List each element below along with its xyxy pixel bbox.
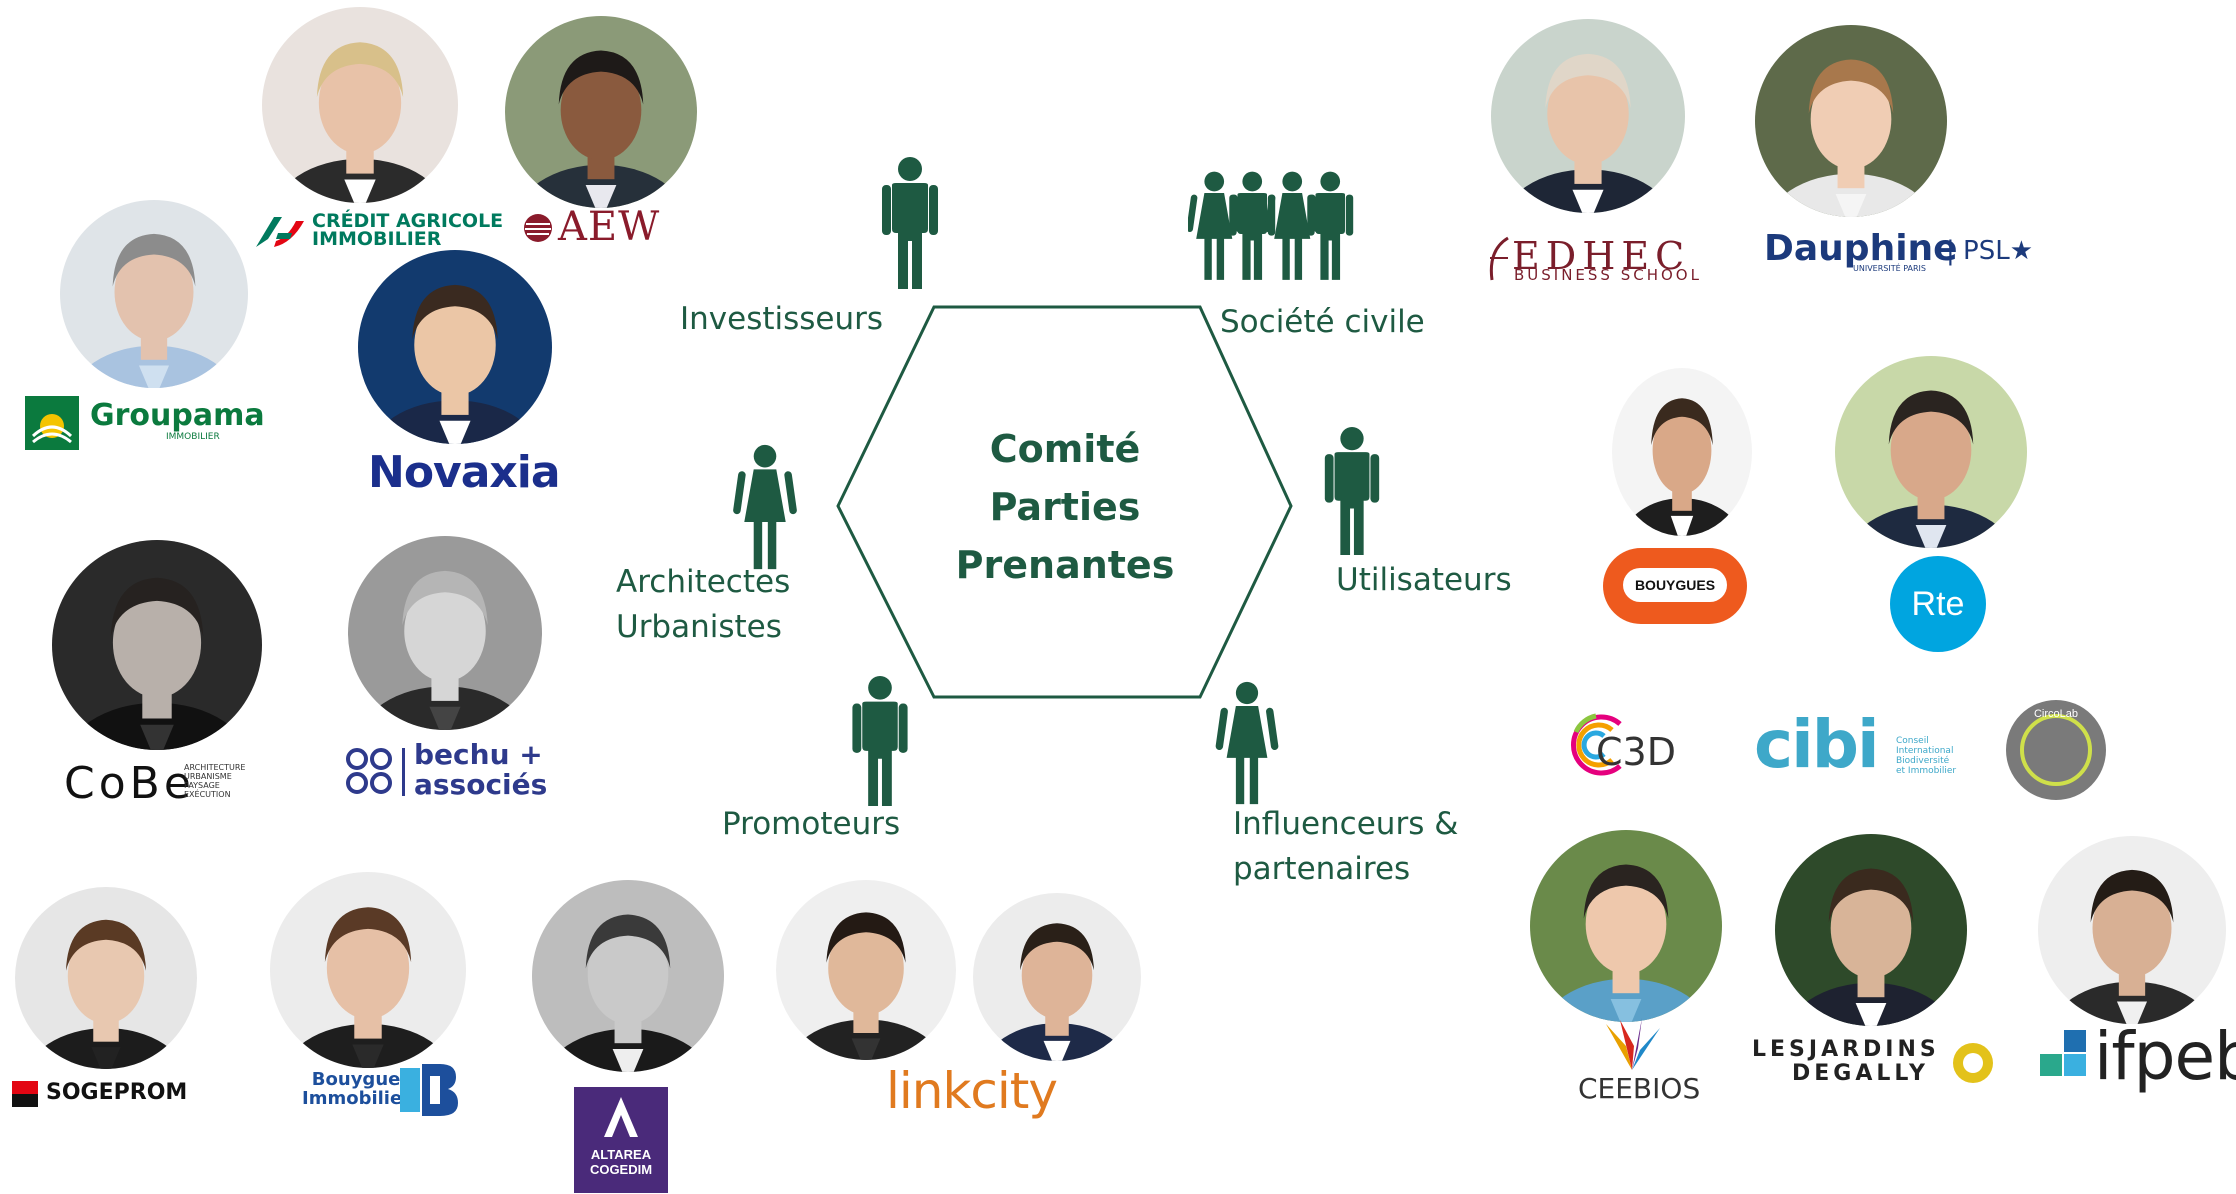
architectes-person-icon	[733, 444, 797, 570]
avatar-rte	[1835, 356, 2027, 548]
psl-logo-text: | PSL★	[1946, 236, 2034, 266]
societe-civile-group-icon	[1188, 171, 1354, 280]
groupama-logo-text: Groupama	[90, 398, 265, 433]
dauphine-logo-subtext: UNIVERSITÉ PARIS	[1853, 264, 1926, 273]
center-title: Comité Parties Prenantes	[900, 420, 1230, 594]
hexagon-shape	[836, 305, 1293, 699]
center-title-line2: Parties	[989, 485, 1141, 529]
label-societe-civile: Société civile	[1220, 304, 1425, 340]
circolab-logo-text: CircoLab	[2033, 708, 2079, 720]
ceebios-logo-icon	[1606, 1018, 1660, 1070]
avatar-bouygues	[1612, 368, 1752, 536]
groupama-logo-subtext: IMMOBILIER	[166, 432, 220, 442]
linkcity-logo-text: linkcity	[886, 1062, 1058, 1120]
credit-agricole-line1: CRÉDIT AGRICOLE	[312, 210, 504, 232]
credit-agricole-logo-text: CRÉDIT AGRICOLE IMMOBILIER	[312, 210, 504, 250]
avatar-linkcity-2	[973, 893, 1141, 1061]
c3d-logo-icon	[1570, 713, 1622, 776]
novaxia-logo-text: Novaxia	[368, 447, 561, 498]
avatar-dauphine	[1755, 25, 1947, 217]
aew-logo-icon	[524, 214, 552, 242]
credit-agricole-line2: IMMOBILIER	[312, 228, 442, 250]
bechu-logo-text: bechu + associés	[414, 740, 547, 800]
bouygues-logo-badge: BOUYGUES	[1623, 568, 1727, 602]
jardins-line1: LESJARDINS	[1752, 1037, 1940, 1062]
center-title-line3: Prenantes	[955, 543, 1175, 587]
jardins-de-gally-logo-text: LESJARDINS DEGALLY	[1752, 1038, 1940, 1086]
altarea-line1: ALTAREA	[590, 1147, 652, 1162]
dauphine-logo-text: Dauphine	[1764, 228, 1958, 269]
cibi-logo-text: cibi	[1754, 706, 1880, 783]
bouygues-logo: BOUYGUES	[1603, 548, 1747, 624]
avatar-bechu	[348, 536, 542, 730]
edhec-logo-text: EDHEC	[1512, 234, 1691, 278]
avatar-bouygues-immobilier	[270, 872, 466, 1068]
ifpeb-logo-icon	[2040, 1030, 2086, 1076]
avatar-ifpeb	[2038, 836, 2226, 1024]
avatar-ceebios	[1530, 830, 1722, 1022]
circolab-logo-ring	[2020, 714, 2092, 786]
cibi-logo-subtext: Conseil International Biodiversité et Im…	[1896, 736, 1957, 776]
c3d-logo-text: C3D	[1596, 730, 1676, 774]
bouygues-immobilier-line1: Bouygues	[311, 1069, 412, 1090]
cobe-logo-text: CoBe	[64, 758, 195, 809]
altarea-line2: COGEDIM	[589, 1162, 653, 1177]
avatar-aew	[505, 16, 697, 208]
aew-logo-text: AEW	[558, 204, 661, 250]
bouygues-immobilier-logo-icon	[400, 1064, 458, 1116]
promoteurs-person-icon	[852, 675, 908, 807]
avatar-altarea-cogedim	[532, 880, 724, 1072]
label-promoteurs: Promoteurs	[722, 806, 901, 842]
bechu-line1: bechu +	[414, 738, 543, 771]
label-architectes-urbanistes: Architectes Urbanistes	[616, 564, 791, 645]
rte-logo-text: Rte	[1911, 585, 1965, 623]
bechu-divider	[402, 748, 405, 796]
credit-agricole-logo-icon	[256, 217, 304, 247]
avatar-linkcity-1	[776, 880, 956, 1060]
groupama-logo-icon	[25, 396, 79, 450]
jardins-de-gally-logo-icon	[1953, 1043, 1993, 1083]
avatar-cobe	[52, 540, 262, 750]
ifpeb-logo-text: ifpeb	[2094, 1018, 2236, 1095]
altarea-cogedim-logo: ALTAREA COGEDIM	[574, 1087, 668, 1193]
avatar-credit-agricole	[262, 7, 458, 203]
cobe-logo-subtext: ARCHITECTURE URBANISME PAYSAGE EXÉCUTION	[184, 763, 246, 799]
avatar-jardins-de-gally	[1775, 834, 1967, 1026]
jardins-line2: DEGALLY	[1792, 1061, 1929, 1086]
sogeprom-logo-text: SOGEPROM	[46, 1080, 188, 1105]
circolab-logo: CircoLab	[2006, 700, 2106, 800]
bouygues-immobilier-line2: Immobilier	[302, 1088, 412, 1109]
center-title-line1: Comité	[989, 427, 1141, 471]
altarea-logo-text: ALTAREA COGEDIM	[574, 1147, 668, 1177]
utilisateurs-person-icon	[1324, 426, 1380, 556]
avatar-edhec	[1491, 19, 1685, 213]
sogeprom-logo-icon	[12, 1081, 38, 1107]
label-utilisateurs: Utilisateurs	[1336, 562, 1512, 598]
label-investisseurs: Investisseurs	[680, 301, 884, 337]
ceebios-logo-text: CEEBIOS	[1578, 1072, 1701, 1105]
influenceurs-person-icon	[1215, 681, 1279, 805]
bouygues-logo-text: BOUYGUES	[1634, 577, 1716, 593]
edhec-logo-subtext: BUSINESS SCHOOL	[1514, 266, 1702, 284]
bouygues-immobilier-logo-text: Bouygues Immobilier	[302, 1070, 411, 1108]
altarea-logo-icon	[604, 1097, 638, 1137]
avatar-sogeprom	[15, 887, 197, 1069]
bechu-line2: associés	[414, 768, 548, 801]
edhec-logo-icon	[1489, 236, 1509, 281]
bechu-logo-icon	[346, 748, 392, 794]
label-influenceurs-partenaires: Influenceurs & partenaires	[1233, 806, 1459, 887]
avatar-groupama	[60, 200, 248, 388]
rte-logo: Rte	[1890, 556, 1986, 652]
avatar-novaxia	[358, 250, 552, 444]
investisseurs-person-icon	[882, 157, 938, 289]
